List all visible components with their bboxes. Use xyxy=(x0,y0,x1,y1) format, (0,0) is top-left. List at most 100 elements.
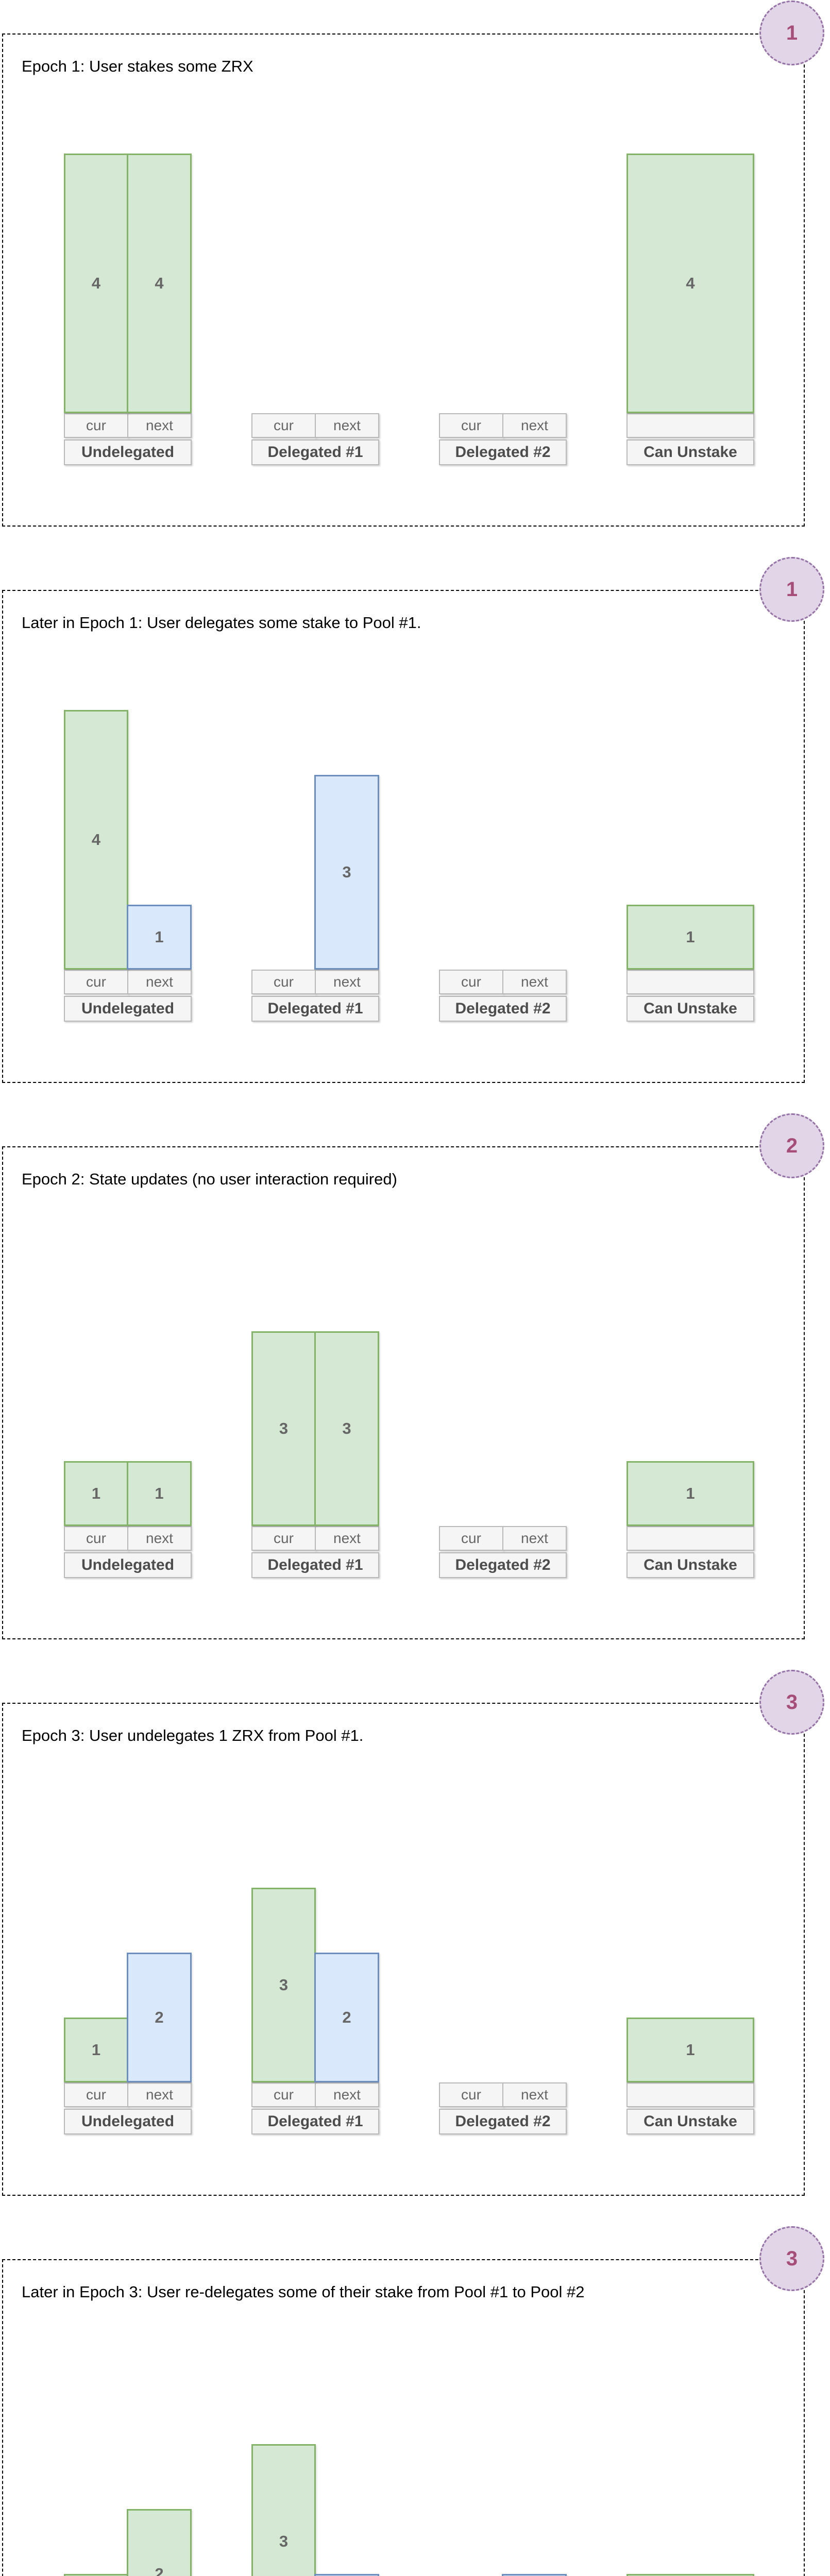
next-cell: next xyxy=(127,970,192,994)
stake-bar-value: 2 xyxy=(342,2008,351,2026)
stake-bar-undelegated-cur: 1 xyxy=(64,2018,128,2082)
stake-bar-delegated-1-next: 2 xyxy=(314,1953,379,2082)
stake-bar-delegated-1-next: 1 xyxy=(314,2574,379,2576)
stake-bar-undelegated-next: 2 xyxy=(127,2509,192,2576)
next-cell: next xyxy=(502,2082,567,2107)
panel-title: Later in Epoch 3: User re-delegates some… xyxy=(22,2283,585,2301)
stake-bar-delegated-1-cur: 3 xyxy=(251,1331,316,1526)
next-cell: next xyxy=(315,970,379,994)
stake-bar-undelegated-next: 4 xyxy=(127,154,192,413)
stake-bar-value: 1 xyxy=(686,928,695,946)
stake-bar-value: 1 xyxy=(155,928,164,946)
empty-cell xyxy=(626,2082,754,2107)
stake-bar-undelegated-cur: 1 xyxy=(64,1461,128,1526)
group-label-can-unstake: Can Unstake xyxy=(626,439,754,465)
stake-bar-can-unstake-single: 1 xyxy=(626,905,754,970)
stake-bar-can-unstake-single: 4 xyxy=(626,154,754,413)
stake-bar-delegated-1-next: 3 xyxy=(314,775,379,970)
next-cell: next xyxy=(127,2082,192,2107)
column-header-row xyxy=(626,2082,754,2107)
cur-cell: cur xyxy=(439,413,503,438)
stake-bar-can-unstake-single: 1 xyxy=(626,2574,754,2576)
stake-bar-undelegated-next: 2 xyxy=(127,1953,192,2082)
stake-bar-value: 3 xyxy=(279,1976,289,1994)
stake-bar-value: 1 xyxy=(91,1484,101,1502)
stake-bar-value: 2 xyxy=(155,2565,164,2576)
stake-bar-value: 3 xyxy=(279,2532,289,2550)
stake-bar-value: 1 xyxy=(686,1484,695,1502)
group-label-delegated-1: Delegated #1 xyxy=(251,996,379,1022)
stake-bar-value: 4 xyxy=(686,274,695,292)
panel-title: Epoch 1: User stakes some ZRX xyxy=(22,57,253,75)
stake-bar-value: 3 xyxy=(342,1419,351,1437)
column-header-row xyxy=(626,1526,754,1551)
group-label-delegated-2: Delegated #2 xyxy=(439,996,567,1022)
stake-bar-value: 3 xyxy=(342,863,351,881)
epoch-number-badge: 1 xyxy=(759,1,824,65)
stake-bar-undelegated-cur: 4 xyxy=(64,154,128,413)
empty-cell xyxy=(626,1526,754,1551)
next-cell: next xyxy=(127,1526,192,1551)
group-label-delegated-1: Delegated #1 xyxy=(251,439,379,465)
column-header-row xyxy=(626,970,754,994)
next-cell: next xyxy=(315,413,379,438)
stake-bar-value: 1 xyxy=(91,2041,101,2059)
epoch-number-badge: 1 xyxy=(759,557,824,622)
epoch-number-badge: 3 xyxy=(759,2226,824,2291)
panel-title: Epoch 3: User undelegates 1 ZRX from Poo… xyxy=(22,1726,364,1744)
next-cell: next xyxy=(502,413,567,438)
cur-cell: cur xyxy=(439,1526,503,1551)
stake-bar-delegated-2-next: 1 xyxy=(502,2574,567,2576)
stake-bar-value: 4 xyxy=(91,274,101,292)
group-label-undelegated: Undelegated xyxy=(64,1552,192,1578)
cur-cell: cur xyxy=(64,413,128,438)
stake-bar-undelegated-next: 1 xyxy=(127,1461,192,1526)
cur-cell: cur xyxy=(251,413,316,438)
group-label-delegated-2: Delegated #2 xyxy=(439,439,567,465)
cur-cell: cur xyxy=(64,1526,128,1551)
next-cell: next xyxy=(315,2082,379,2107)
cur-cell: cur xyxy=(439,2082,503,2107)
empty-cell xyxy=(626,413,754,438)
stake-bar-delegated-1-next: 3 xyxy=(314,1331,379,1526)
empty-cell xyxy=(626,970,754,994)
group-label-can-unstake: Can Unstake xyxy=(626,996,754,1022)
epoch-number-badge: 3 xyxy=(759,1670,824,1735)
stake-bar-value: 1 xyxy=(155,1484,164,1502)
epoch-number-badge: 2 xyxy=(759,1113,824,1178)
stake-bar-can-unstake-single: 1 xyxy=(626,2018,754,2082)
stake-bar-value: 3 xyxy=(279,1419,289,1437)
group-label-undelegated: Undelegated xyxy=(64,2109,192,2134)
group-label-undelegated: Undelegated xyxy=(64,439,192,465)
stake-bar-delegated-1-cur: 3 xyxy=(251,1888,316,2082)
stake-bar-undelegated-cur: 1 xyxy=(64,2574,128,2576)
panel-title: Epoch 2: State updates (no user interact… xyxy=(22,1170,397,1188)
group-label-delegated-1: Delegated #1 xyxy=(251,1552,379,1578)
